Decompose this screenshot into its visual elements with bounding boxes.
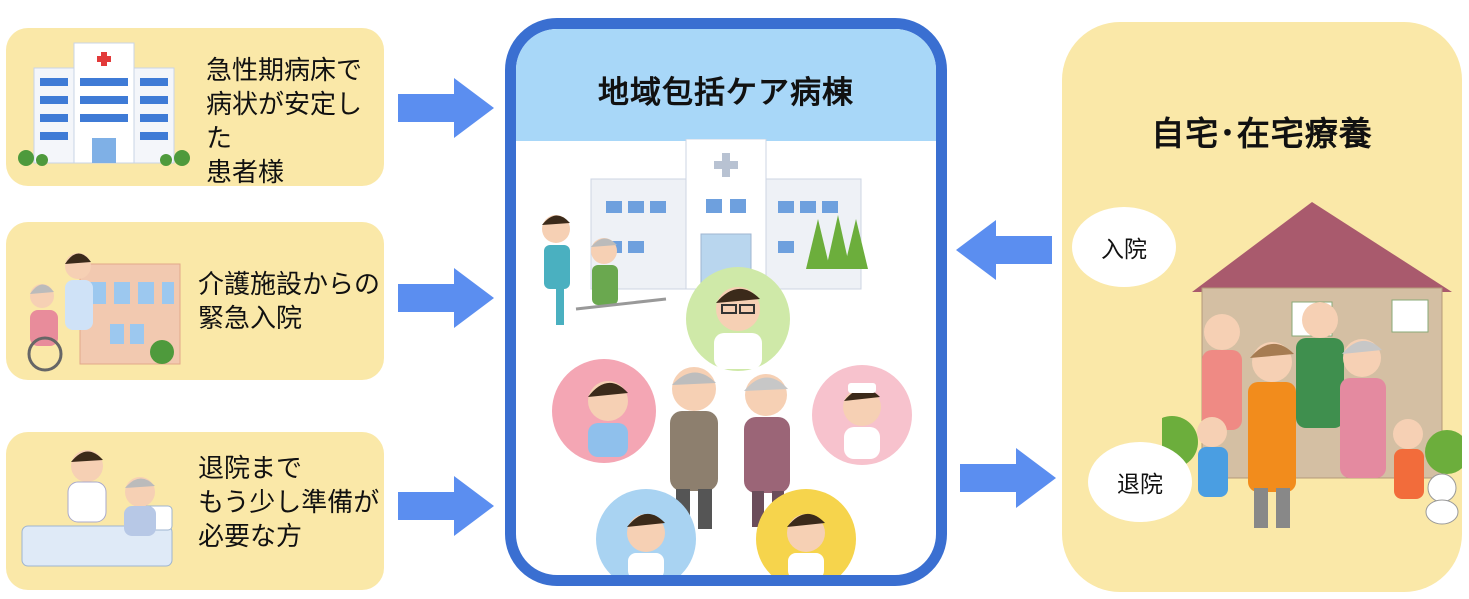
community-care-ward-box: 地域包括ケア病棟	[505, 18, 947, 586]
home-title: 自宅･在宅療養	[1151, 114, 1373, 153]
text-line: 急性期病床で	[206, 56, 363, 86]
text-line: 緊急入院	[198, 304, 303, 334]
center-title: 地域包括ケア病棟	[598, 75, 854, 111]
bedside-care-icon	[21, 450, 173, 567]
center-header: 地域包括ケア病棟	[516, 29, 936, 141]
ward-illustration	[542, 139, 912, 575]
text-line: 必要な方	[198, 522, 303, 552]
source-text-preparation: 退院まで もう少し準備が 必要な方	[198, 452, 379, 554]
discharge-bubble: 退院	[1088, 442, 1192, 522]
text-line: 病状が安定した	[206, 90, 363, 154]
home-care-card: 自宅･在宅療養 入院 退院	[1062, 22, 1462, 592]
text-line: 介護施設からの	[198, 270, 381, 300]
source-card-acute: 急性期病床で 病状が安定した 患者様	[6, 28, 384, 188]
text-line: もう少し準備が	[198, 488, 380, 518]
hospital-icon	[18, 42, 190, 166]
text-line: 退院まで	[198, 454, 303, 484]
arrow-right-icon	[398, 268, 494, 328]
family-house-illustration	[1162, 202, 1462, 528]
source-text-acute: 急性期病床で 病状が安定した 患者様	[206, 54, 384, 190]
arrow-right-icon	[398, 476, 494, 536]
arrow-right-icon	[960, 448, 1056, 508]
admission-bubble: 入院	[1072, 207, 1176, 287]
care-facility-icon	[27, 253, 181, 372]
source-card-preparation: 退院まで もう少し準備が 必要な方	[6, 432, 384, 590]
text-line: 患者様	[206, 158, 285, 188]
arrow-left-icon	[956, 220, 1052, 280]
source-text-care-facility: 介護施設からの 緊急入院	[198, 268, 380, 336]
source-card-care-facility: 介護施設からの 緊急入院	[6, 222, 384, 380]
arrow-right-icon	[398, 78, 494, 138]
